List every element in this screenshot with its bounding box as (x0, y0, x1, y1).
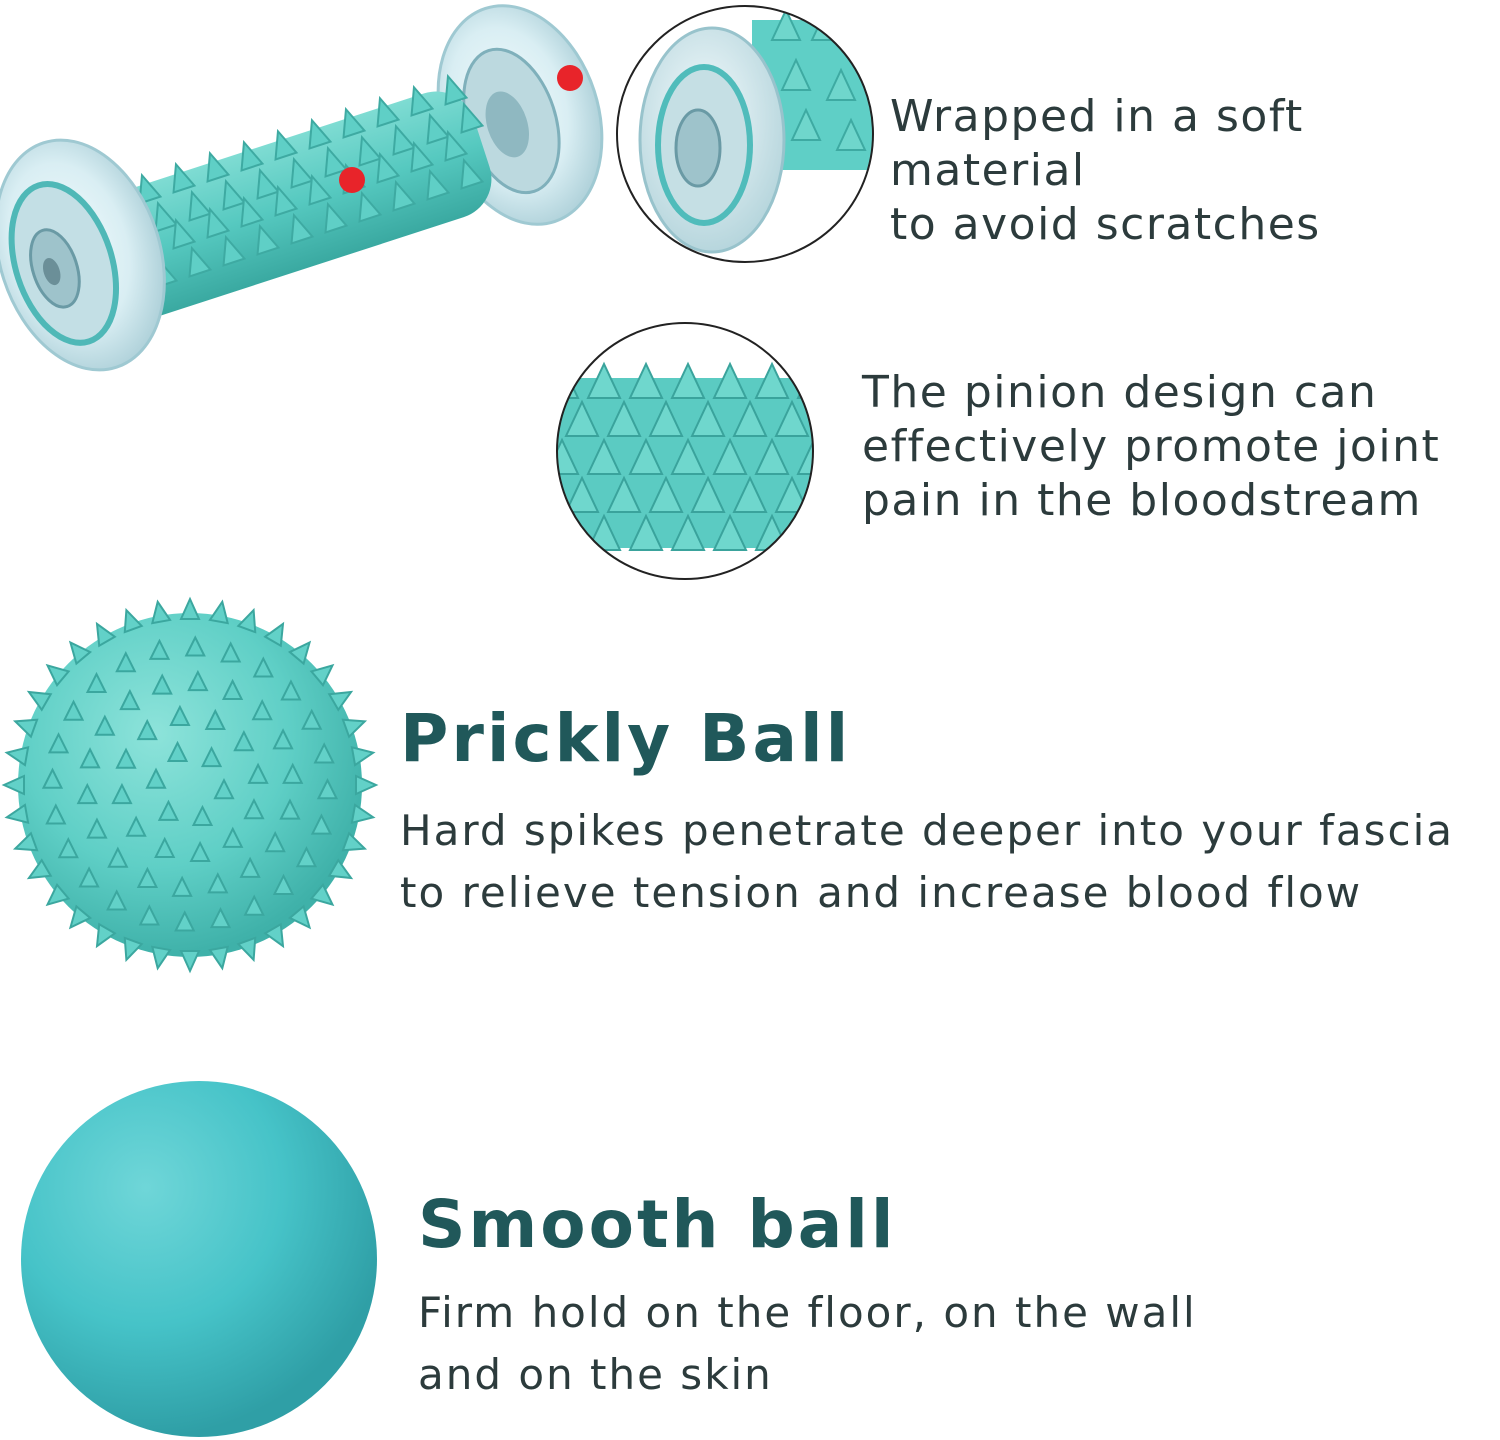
pinion-feature-text: The pinion design can effectively promot… (862, 367, 1441, 526)
marker-dot (557, 65, 583, 91)
prickly-ball-image (0, 595, 380, 975)
smooth-ball-image (18, 1078, 380, 1440)
marker-dot (339, 167, 365, 193)
smooth-ball-description: Firm hold on the floor, on the wall and … (418, 1288, 1197, 1399)
pinion-detail-circle (552, 318, 818, 584)
wheel-feature-text: Wrapped in a soft material to avoid scra… (890, 91, 1321, 250)
prickly-ball-description: Hard spikes penetrate deeper into your f… (400, 806, 1455, 917)
smooth-ball-title: Smooth ball (418, 1186, 897, 1263)
prickly-ball-title: Prickly Ball (400, 700, 852, 777)
wheel-detail-circle (612, 0, 878, 268)
foot-roller-image (0, 0, 610, 400)
